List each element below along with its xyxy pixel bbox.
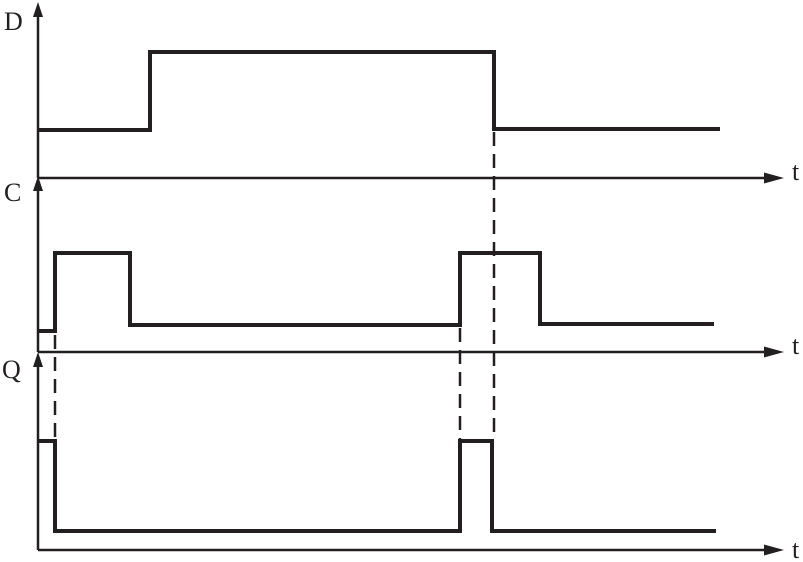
panel-d: D t (4, 2, 800, 186)
panel-c: C t (4, 176, 800, 360)
d-axis-arrowhead (33, 2, 43, 17)
d-signal-label: D (4, 7, 23, 36)
c-waveform (38, 251, 714, 333)
c-axis-arrowhead (33, 176, 43, 191)
q-time-arrowhead (764, 544, 784, 556)
q-signal-label: Q (2, 355, 21, 384)
q-axis-arrowhead (33, 352, 43, 367)
c-time-label: t (792, 331, 800, 360)
d-time-label: t (792, 157, 800, 186)
c-time-arrowhead (764, 346, 784, 358)
panel-q: Q t (2, 352, 800, 562)
d-waveform (38, 50, 720, 132)
c-signal-label: C (4, 178, 21, 207)
alignment-guides (53, 132, 496, 440)
d-time-arrowhead (764, 172, 784, 184)
q-time-label: t (792, 535, 800, 562)
q-waveform (38, 439, 716, 533)
